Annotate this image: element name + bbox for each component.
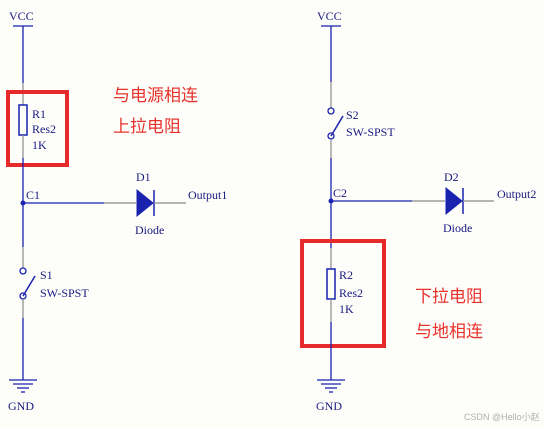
s1-ref-label: S1 bbox=[40, 268, 53, 282]
r2-resistor-symbol bbox=[326, 268, 336, 300]
pull-down-annotation-line-1: 下拉电阻 bbox=[415, 287, 483, 307]
r2-ref-label: R2 bbox=[339, 268, 353, 282]
right-vcc-label: VCC bbox=[317, 9, 342, 23]
d1-diode-triangle bbox=[136, 188, 154, 218]
left-vcc-label: VCC bbox=[9, 9, 34, 23]
csdn-watermark: CSDN @Hello小赵 bbox=[464, 411, 540, 422]
s1-model-label: SW-SPST bbox=[40, 286, 89, 300]
s2-ref-label: S2 bbox=[346, 108, 359, 122]
d2-model-label: Diode bbox=[443, 221, 472, 235]
r1-resistor-symbol bbox=[18, 104, 28, 136]
pull-up-annotation-line-2: 上拉电阻 bbox=[113, 117, 181, 137]
right-circuit: VCC S2 SW-SPST C2 D2 Diode Output2 R2 Re… bbox=[300, 9, 536, 413]
output2-label: Output2 bbox=[497, 187, 536, 201]
s1-lever bbox=[22, 275, 36, 297]
d2-diode-triangle bbox=[445, 186, 463, 216]
d2-ref-label: D2 bbox=[444, 170, 459, 184]
r2-model-label: Res2 bbox=[339, 286, 363, 300]
r2-value-label: 1K bbox=[339, 302, 354, 316]
c2-label: C2 bbox=[333, 186, 347, 200]
pull-up-highlight-box bbox=[6, 90, 69, 167]
r1-model-label: Res2 bbox=[32, 122, 56, 136]
d1-model-label: Diode bbox=[135, 223, 164, 237]
s2-contact-top bbox=[327, 107, 335, 115]
d1-ref-label: D1 bbox=[136, 170, 151, 184]
pull-up-annotation-line-1: 与电源相连 bbox=[113, 86, 198, 106]
s2-model-label: SW-SPST bbox=[346, 125, 395, 139]
left-gnd-label: GND bbox=[8, 399, 34, 413]
left-circuit: VCC R1 Res2 1K C1 D1 Diode Output1 S1 SW… bbox=[6, 9, 227, 413]
pull-down-highlight-box bbox=[300, 239, 386, 348]
r1-value-label: 1K bbox=[32, 138, 47, 152]
s1-contact-top bbox=[19, 267, 27, 275]
pull-down-annotation-line-2: 与地相连 bbox=[415, 322, 483, 342]
r1-ref-label: R1 bbox=[32, 107, 46, 121]
c1-label: C1 bbox=[26, 188, 40, 202]
right-gnd-label: GND bbox=[316, 399, 342, 413]
output1-label: Output1 bbox=[188, 188, 227, 202]
s2-lever bbox=[330, 115, 344, 137]
